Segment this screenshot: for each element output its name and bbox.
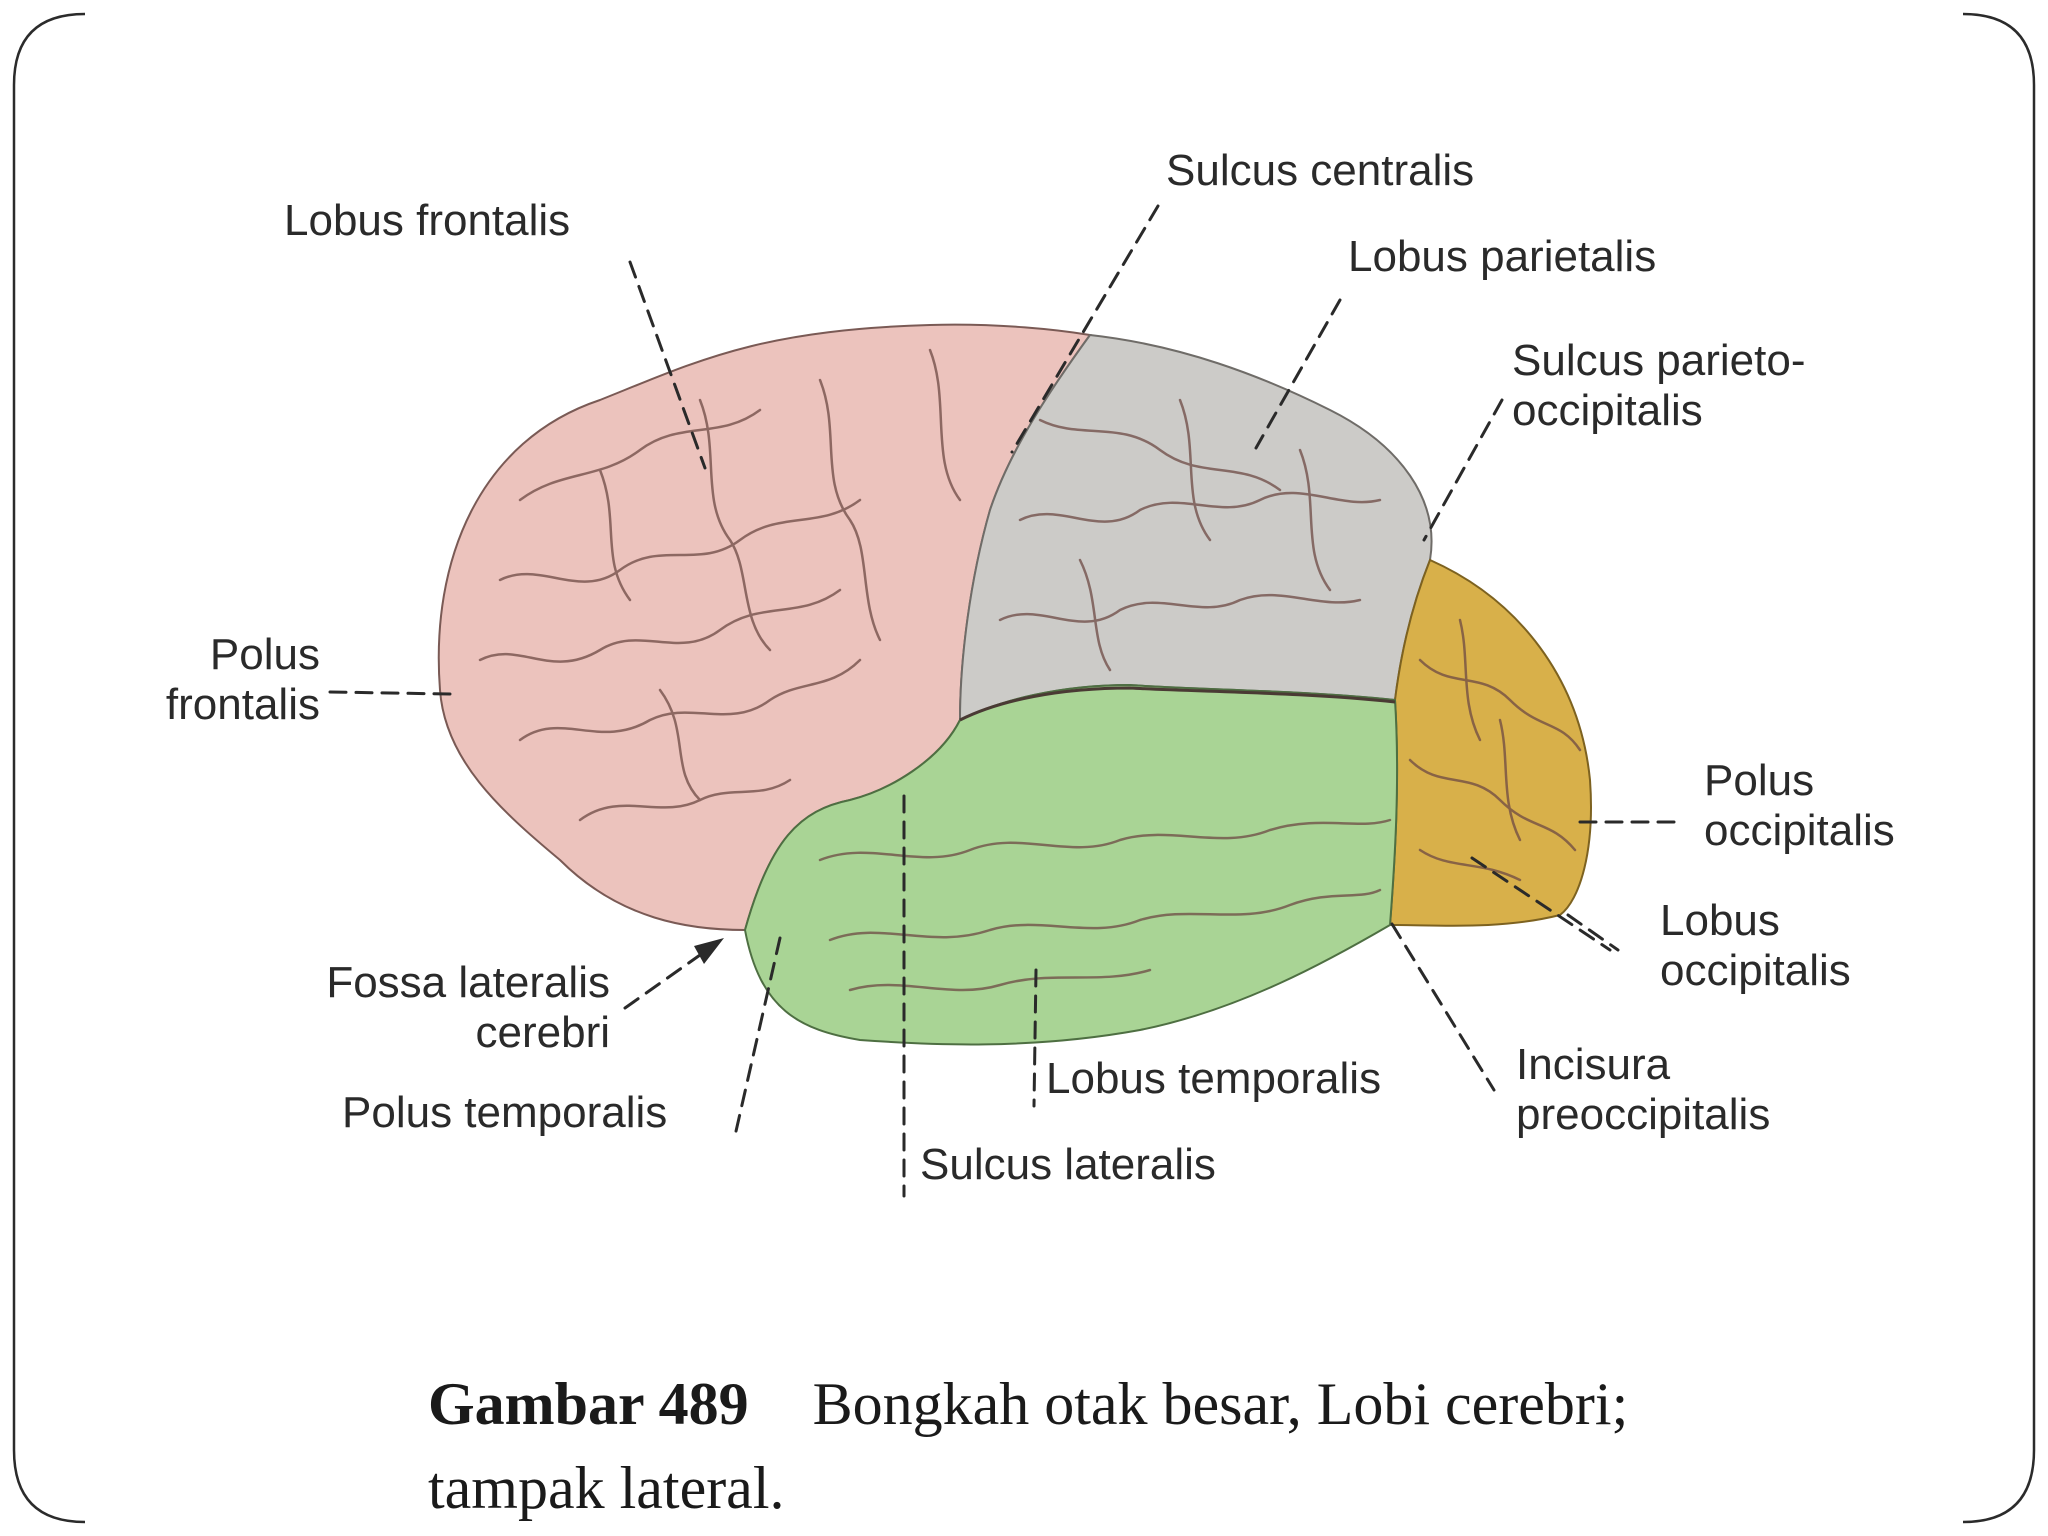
caption-text: Bongkah otak besar, Lobi cerebri; [812, 1371, 1629, 1437]
label-polus-occipitalis: Polus occipitalis [1704, 756, 1895, 856]
label-line: Fossa lateralis [326, 958, 610, 1007]
temporal-lobe [743, 683, 1399, 1046]
label-lobus-parietalis: Lobus parietalis [1348, 232, 1657, 281]
label-lobus-occipitalis: Lobus occipitalis [1660, 896, 1851, 996]
figure-number: Gambar 489 [428, 1371, 749, 1437]
label-line: occipitalis [1704, 806, 1895, 855]
label-polus-temporalis: Polus temporalis [342, 1088, 668, 1137]
label-sulcus-parieto-occipitalis: Sulcus parieto- occipitalis [1512, 336, 1805, 436]
label-lobus-temporalis: Lobus temporalis [1046, 1054, 1382, 1103]
label-incisura-preoccipitalis: Incisura preoccipitalis [1516, 1040, 1770, 1140]
label-line: occipitalis [1512, 386, 1703, 435]
label-polus-frontalis: Polus frontalis [140, 630, 320, 730]
caption-line-2: tampak lateral. [428, 1455, 785, 1521]
label-lobus-frontalis: Lobus frontalis [284, 196, 571, 245]
label-sulcus-centralis: Sulcus centralis [1166, 146, 1475, 195]
label-line: preoccipitalis [1516, 1090, 1771, 1139]
label-fossa-lateralis-cerebri: Fossa lateralis cerebri [250, 958, 610, 1058]
figure-caption: Gambar 489 Bongkah otak besar, Lobi cereb… [428, 1362, 1628, 1530]
label-line: frontalis [165, 680, 320, 729]
label-line: occipitalis [1660, 946, 1851, 995]
occipital-lobe [1388, 558, 1592, 927]
label-line: cerebri [475, 1008, 611, 1057]
label-line: Sulcus parieto- [1512, 336, 1806, 385]
label-line: Polus [209, 630, 320, 679]
label-line: Incisura [1516, 1040, 1671, 1089]
label-line: Polus [1704, 756, 1815, 805]
caption-line-1: Gambar 489 Bongkah otak besar, Lobi cereb… [428, 1362, 1628, 1446]
label-line: Lobus [1660, 896, 1780, 945]
label-sulcus-lateralis: Sulcus lateralis [920, 1140, 1216, 1189]
